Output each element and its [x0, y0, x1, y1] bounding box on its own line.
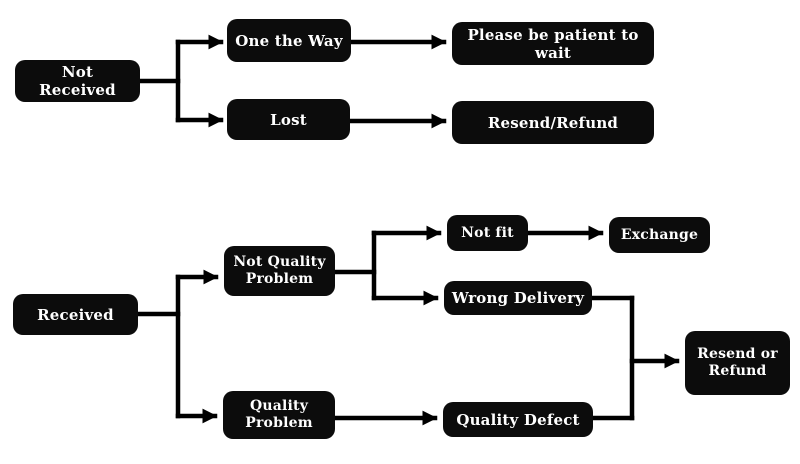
node-not-received: Not Received: [15, 60, 140, 102]
node-wrong-delivery: Wrong Delivery: [444, 281, 592, 315]
node-one-the-way: One the Way: [227, 19, 351, 62]
node-quality-defect: Quality Defect: [443, 402, 593, 437]
node-quality-problem: Quality Problem: [223, 391, 335, 439]
node-exchange: Exchange: [609, 217, 710, 253]
node-please-be-patient: Please be patient to wait: [452, 22, 654, 65]
node-resend-refund: Resend/Refund: [452, 101, 654, 144]
node-not-fit: Not fit: [447, 215, 528, 251]
node-lost: Lost: [227, 99, 350, 140]
node-not-quality-problem: Not Quality Problem: [224, 246, 335, 296]
node-resend-or-refund: Resend or Refund: [685, 331, 790, 395]
node-received: Received: [13, 294, 138, 335]
